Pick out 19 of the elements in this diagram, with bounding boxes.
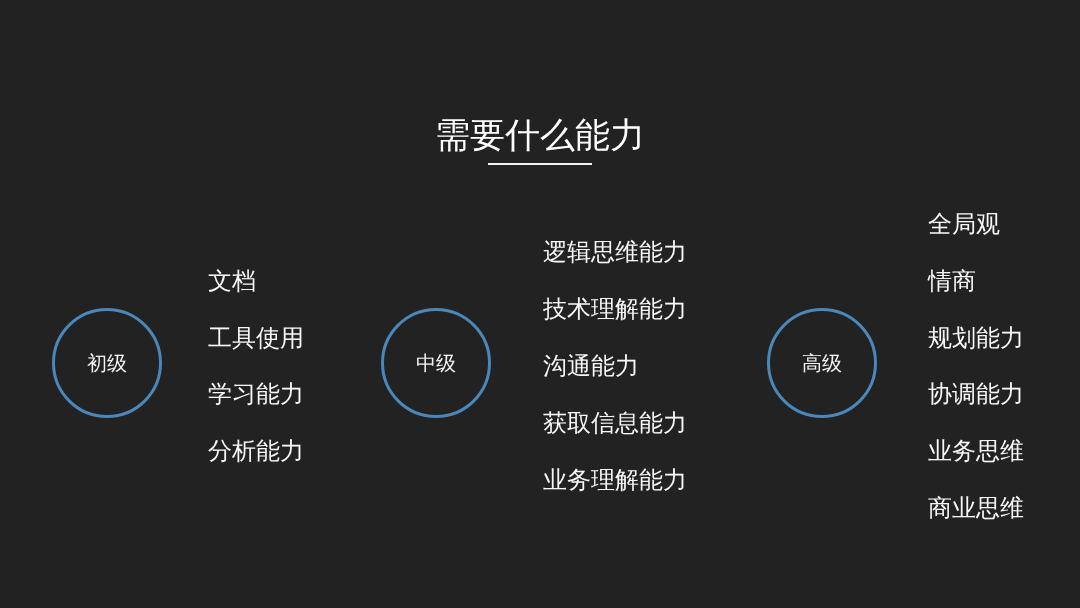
skill-item: 工具使用 bbox=[208, 322, 304, 353]
skill-item: 获取信息能力 bbox=[543, 407, 687, 438]
skill-item: 文档 bbox=[208, 265, 256, 296]
skill-item: 全局观 bbox=[928, 209, 1000, 239]
skill-item: 业务理解能力 bbox=[543, 464, 687, 495]
skill-item: 技术理解能力 bbox=[543, 294, 687, 325]
skill-item: 情商 bbox=[928, 265, 976, 296]
skill-item: 商业思维 bbox=[928, 493, 1024, 523]
skill-item: 分析能力 bbox=[208, 436, 304, 467]
level-label: 初级 bbox=[87, 351, 127, 375]
skill-item: 业务思维 bbox=[928, 436, 1024, 467]
skill-item: 规划能力 bbox=[928, 322, 1024, 353]
skill-item: 协调能力 bbox=[928, 379, 1024, 410]
skill-item: 沟通能力 bbox=[543, 351, 639, 381]
level-label: 高级 bbox=[802, 351, 842, 375]
skill-item: 逻辑思维能力 bbox=[543, 237, 687, 268]
level-label: 中级 bbox=[416, 351, 456, 375]
skill-item: 学习能力 bbox=[208, 379, 304, 410]
title: 需要什么能力 bbox=[435, 115, 645, 155]
